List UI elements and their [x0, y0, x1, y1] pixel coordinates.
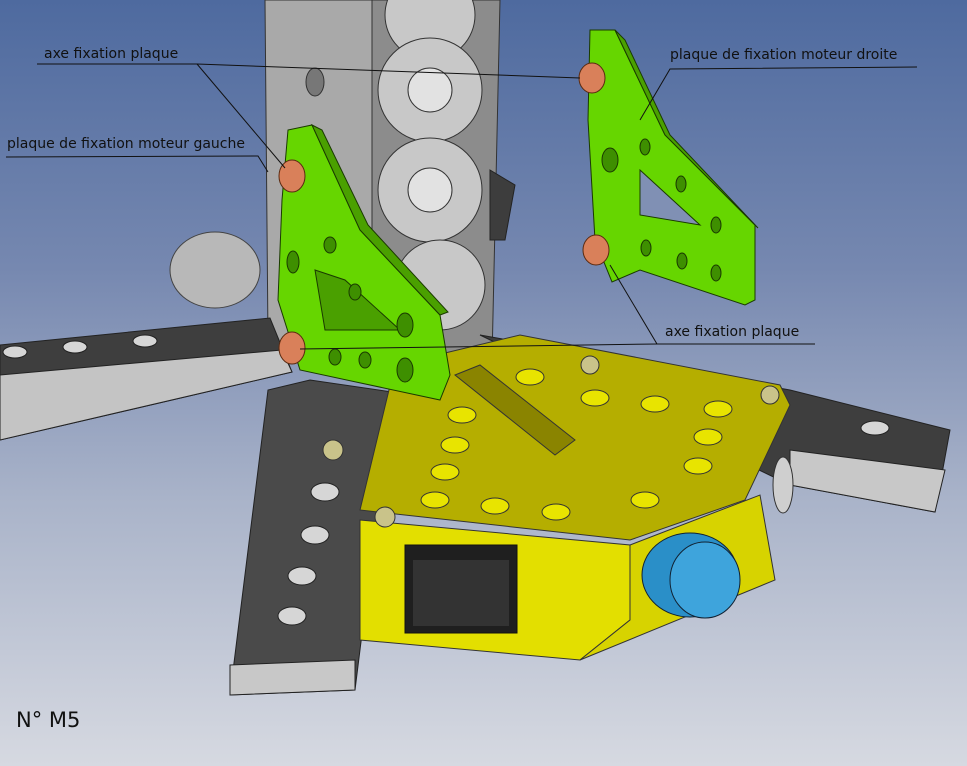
right-motor-plate — [578, 29, 759, 306]
label-plaque-moteur-gauche: plaque de fixation moteur gauche — [7, 136, 245, 152]
left-motor-plate — [277, 123, 451, 401]
label-axe-fixation-plaque-bottom: axe fixation plaque — [665, 324, 800, 340]
drawing-reference-number: N° M5 — [16, 708, 81, 732]
motor-bulb — [169, 231, 261, 309]
label-plaque-moteur-droite: plaque de fixation moteur droite — [670, 47, 898, 63]
yellow-control-box — [322, 334, 794, 661]
leader-lines — [5, 63, 918, 350]
label-axe-fixation-plaque-top: axe fixation plaque — [44, 46, 179, 62]
